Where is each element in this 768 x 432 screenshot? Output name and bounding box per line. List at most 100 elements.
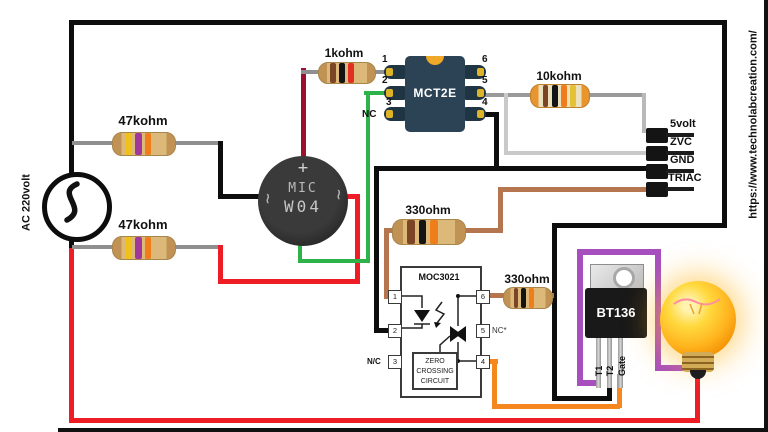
header-label-5volt: 5volt — [670, 118, 696, 130]
wire-green-bridge-stub — [298, 236, 302, 263]
zcc-line-2: CROSSING — [416, 368, 454, 376]
mct2e-pin1 — [384, 65, 410, 79]
wire-lamp-to-bulb — [655, 365, 691, 371]
mct2e-pin4 — [460, 107, 486, 121]
header-block-triac — [646, 182, 668, 197]
mct2e-num-5: 5 — [482, 75, 488, 86]
mct2e-pin3 — [384, 107, 410, 121]
bridge-plus-mark: + — [297, 158, 309, 178]
wire-green-pin2 — [364, 91, 388, 95]
resistor-label-47k-bottom: 47kohm — [118, 217, 168, 232]
mct2e-name: MCT2E — [413, 86, 457, 100]
wire-bridge-ac2-v — [355, 194, 360, 284]
wire-gnd-h — [374, 166, 648, 171]
bridge-text-w04: W04 — [284, 197, 322, 216]
mct2e-num-6: 6 — [482, 54, 488, 65]
moc-pin-1: 1 — [388, 290, 402, 304]
bulb-glass — [660, 281, 736, 358]
mct2e-notch — [426, 56, 444, 65]
pin-tip — [477, 110, 484, 118]
wire-lamp-top-h — [577, 249, 661, 255]
wire-green-h — [298, 259, 370, 263]
bt136-label-t1: T1 — [594, 365, 604, 377]
wire-gate-h — [492, 404, 620, 409]
bt136-label-gate: Gate — [617, 356, 627, 377]
bt136-label-t2: T2 — [605, 365, 615, 377]
resistor-label-10k: 10kohm — [536, 69, 582, 83]
mct2e-pin6 — [460, 65, 486, 79]
wire-zvc-h — [504, 151, 648, 155]
bt136-name: BT136 — [596, 305, 636, 320]
pin-tip — [386, 110, 393, 118]
bridge-rectifier-w04: + MIC W04 ~ ~ — [256, 156, 350, 246]
wire-triac-h — [498, 187, 648, 192]
mct2e-num-4: 4 — [482, 97, 488, 108]
header-label-zvc: ZVC — [670, 136, 692, 148]
bt136-tab-hole — [613, 267, 635, 289]
moc-pin-2: 2 — [388, 324, 402, 338]
wire-neutral-bottom — [69, 418, 700, 423]
mct2e-pin2 — [384, 86, 410, 100]
wire-330a-down — [384, 228, 389, 298]
wire-live-to-triac-h — [552, 223, 727, 228]
wire-pin4-down — [494, 112, 499, 170]
wire-live-to-triac-v — [552, 223, 557, 401]
wire-pin4-stub — [480, 112, 498, 117]
header-label-triac: TRIAC — [668, 172, 702, 184]
resistor-label-330-bottom: 330ohm — [504, 272, 550, 286]
mct2e-body — [405, 56, 465, 132]
mct2e-num-2: 2 — [382, 75, 388, 86]
moc3021-name: MOC3021 — [418, 272, 460, 282]
wire-5volt-down — [642, 93, 646, 133]
pin-tip — [386, 68, 393, 76]
bt136-body: BT136 — [585, 288, 647, 338]
mct2e-nc-label: NC — [362, 109, 377, 120]
moc3021-internal-symbol — [402, 294, 476, 368]
wire-gnd-to-moc-v — [374, 166, 379, 332]
wire-neutral-left — [69, 248, 74, 423]
resistor-label-330-top: 330ohm — [405, 203, 451, 217]
resistor-1k — [318, 62, 376, 84]
sine-icon — [64, 181, 80, 223]
bulb-tip — [690, 370, 706, 379]
wire-bridge-plus — [301, 68, 306, 164]
resistor-330-top — [392, 219, 466, 245]
pin-tip — [477, 89, 484, 97]
pin-tip — [477, 68, 484, 76]
mct2e-pin5 — [460, 86, 486, 100]
bridge-ac-squiggle-left: ~ — [256, 193, 278, 204]
wire-47k-bottom-red-v — [218, 245, 223, 284]
wire-live-top — [69, 20, 726, 25]
moc-pin-6: 6 — [476, 290, 490, 304]
header-label-gnd: GND — [670, 154, 695, 166]
bridge-ac-squiggle-right: ~ — [328, 189, 350, 200]
bt136-leg-t2 — [607, 338, 612, 388]
border-right — [764, 0, 768, 432]
website-url: https://www.technolabcreation.com/ — [747, 30, 760, 219]
moc-nc-star-label: NC* — [492, 326, 507, 335]
wire-live-source-up — [69, 20, 74, 174]
wire-gnd-to-moc-pin2 — [374, 328, 392, 333]
resistor-47k-bottom — [112, 236, 176, 260]
wire-green-v — [366, 91, 370, 263]
bridge-text-mic: MIC — [288, 181, 318, 196]
wire-neutral-to-bulb — [695, 374, 700, 423]
pin-tip — [386, 89, 393, 97]
ac-source — [42, 172, 112, 242]
moc-pin-5: 5 — [476, 324, 490, 338]
wire-live-to-t2-h — [552, 396, 610, 401]
wire-bridge-ac1 — [218, 194, 266, 199]
bulb-base — [682, 352, 714, 372]
wire-gate-v2 — [617, 374, 622, 408]
header-pin-gnd — [666, 169, 694, 173]
zero-crossing-box: ZERO CROSSING CIRCUIT — [412, 352, 458, 390]
header-pin-5volt — [666, 133, 694, 137]
wire-triac-v — [498, 187, 503, 232]
resistor-label-47k-top: 47kohm — [118, 113, 168, 128]
header-block-zvc — [646, 146, 668, 161]
resistor-330-bottom — [503, 287, 553, 309]
wire-t2-stub — [607, 384, 612, 401]
wire-live-right — [722, 20, 727, 228]
zcc-line-1: ZERO — [425, 358, 445, 365]
